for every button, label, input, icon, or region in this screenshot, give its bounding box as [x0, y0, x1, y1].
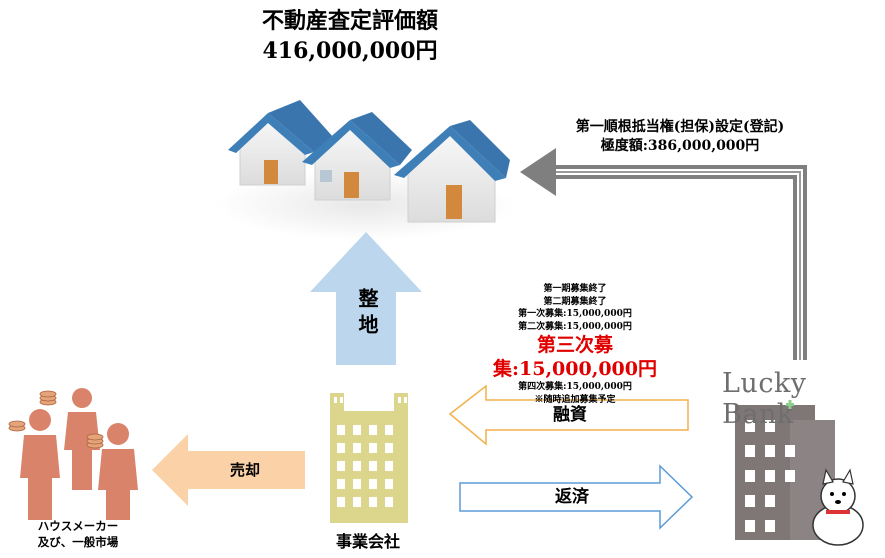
funding-round-item: 第一次募集:15,000,000円 [518, 309, 632, 319]
seichi-arrow [310, 232, 422, 365]
buyers-label-line2: 及び、一般市場 [37, 535, 119, 549]
seichi-text: 整地 [355, 288, 379, 340]
funding-round-note: ※随時追加募集予定 [534, 394, 616, 405]
house-icon [228, 100, 334, 186]
company-label: 事業会社 [335, 532, 400, 551]
yushi-label: 融資 [553, 405, 587, 425]
funding-rounds-list: 第一期募集終了 第二期募集終了 第一次募集:15,000,000円 第二次募集:… [480, 283, 670, 406]
house-icon [302, 112, 412, 201]
lien-label: 第一順根抵当権(担保)設定(登記) 極度額:386,000,000円 [520, 118, 840, 156]
lien-title: 第一順根抵当権(担保)設定(登記) [575, 119, 785, 135]
appraisal-label: 不動産査定評価額 [261, 8, 438, 34]
funding-round-item: 第一期募集終了 [543, 284, 607, 294]
baikyaku-label: 売却 [229, 461, 260, 479]
appraisal-value: 416,000,000円 [262, 38, 438, 64]
bank-logo: Lucky Bank [722, 368, 807, 430]
lien-arrow [520, 148, 807, 360]
yushi-arrow [448, 384, 689, 446]
seichi-label: 整地 [352, 288, 382, 346]
appraisal-title: 不動産査定評価額 416,000,000円 [250, 6, 450, 66]
buyers-label-line1: ハウスメーカー [37, 519, 119, 533]
funding-round-item: 第二次募集:15,000,000円 [518, 321, 632, 332]
house-icon [394, 120, 510, 223]
lien-limit: 極度額:386,000,000円 [600, 138, 760, 154]
hensai-arrow [459, 464, 694, 530]
dog-mascot-icon [812, 468, 864, 546]
baikyaku-arrow [152, 434, 305, 506]
buyers-people-icon [8, 388, 138, 520]
funding-round-current: 第三次募集:15,000,000円 [492, 334, 657, 380]
funding-round-item: 第四次募集:15,000,000円 [518, 382, 632, 392]
buyers-label: ハウスメーカー 及び、一般市場 [18, 518, 138, 550]
funding-round-item: 第二期募集終了 [543, 296, 607, 307]
company-building-icon [330, 393, 408, 523]
houses-illustration [215, 100, 515, 240]
hensai-label: 返済 [555, 487, 589, 507]
